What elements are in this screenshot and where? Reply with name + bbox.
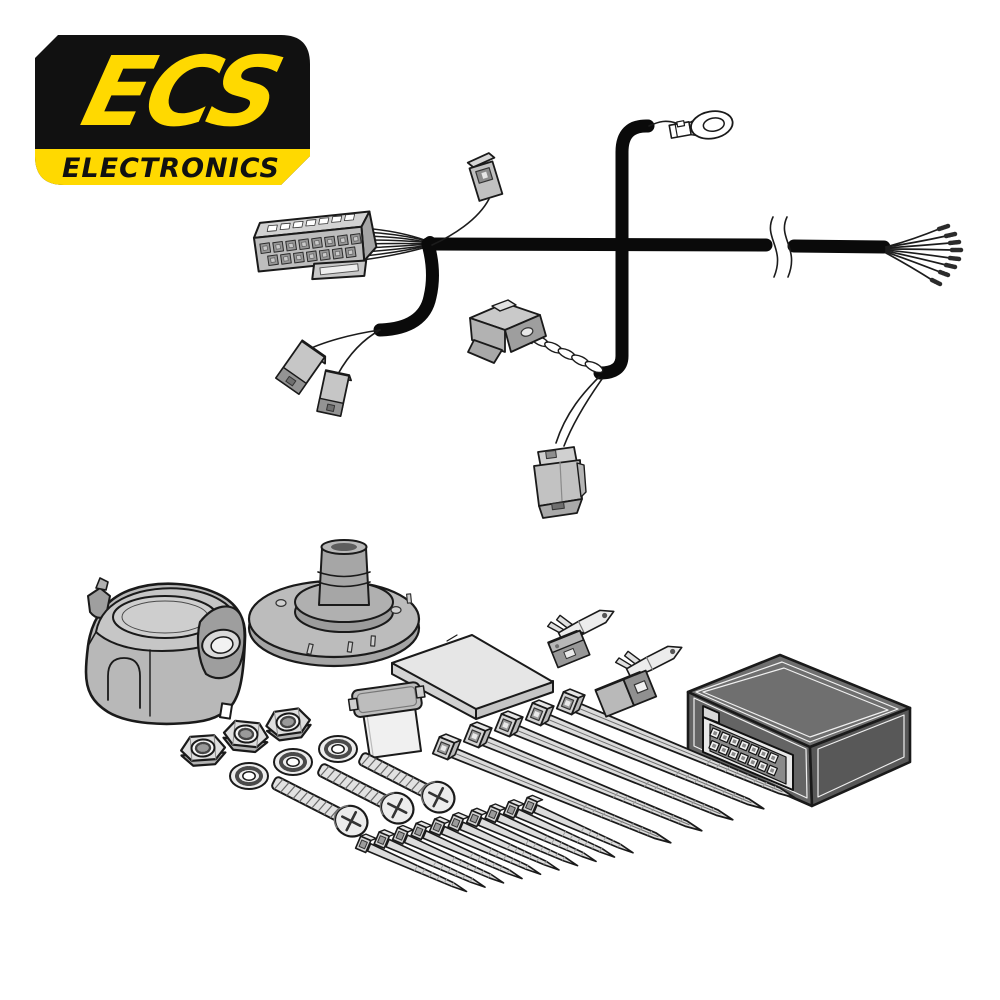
down-branch-wire-1 [555, 376, 600, 444]
ecs-logo: ECS ELECTRONICS [35, 35, 310, 185]
wiring-harness [252, 110, 964, 519]
harness-main-cable [373, 119, 891, 380]
vehicle-connector-12pin [252, 210, 378, 281]
down-branch-connector [533, 446, 587, 519]
top-branch-wire [431, 198, 490, 246]
left-branch-connector-2 [316, 369, 353, 417]
hex-nut [179, 733, 228, 768]
down-branch-wire-2 [563, 378, 603, 447]
mini-connector-2 [594, 669, 658, 718]
lock-washer [272, 747, 314, 777]
kit-contents [84, 539, 912, 896]
gasket-grommet-plate [247, 539, 421, 668]
logo-band [35, 149, 310, 185]
wire-end-terminals [929, 223, 964, 287]
towing-socket-7pin [84, 577, 247, 726]
left-branch-connector-1 [275, 339, 327, 395]
logo-brand-text: ECS [72, 36, 289, 147]
lock-washer [317, 734, 359, 764]
connector-top-slots [266, 213, 356, 232]
logo-panel [35, 35, 310, 185]
mini-connector-1 [547, 629, 591, 669]
fuse-holder-box [347, 681, 426, 759]
spade-terminal [612, 628, 686, 684]
left-branch-wire-2 [337, 329, 381, 375]
twisted-pair [521, 333, 604, 374]
hex-nut [221, 718, 271, 755]
module-connector [702, 705, 794, 791]
lock-washer [228, 761, 270, 791]
adhesive-pad [391, 634, 554, 720]
top-branch-connector [466, 152, 504, 202]
twisted-pair-connector [467, 299, 547, 364]
logo-subtitle-text: ELECTRONICS [62, 153, 280, 184]
hex-nut [263, 705, 314, 744]
loom-junction [423, 236, 437, 252]
cable-break-mark [769, 216, 793, 278]
stripped-wire-ends [885, 223, 964, 287]
ring-terminal-wire [648, 120, 677, 127]
ring-ground-terminal [668, 110, 734, 140]
control-module [686, 653, 912, 808]
